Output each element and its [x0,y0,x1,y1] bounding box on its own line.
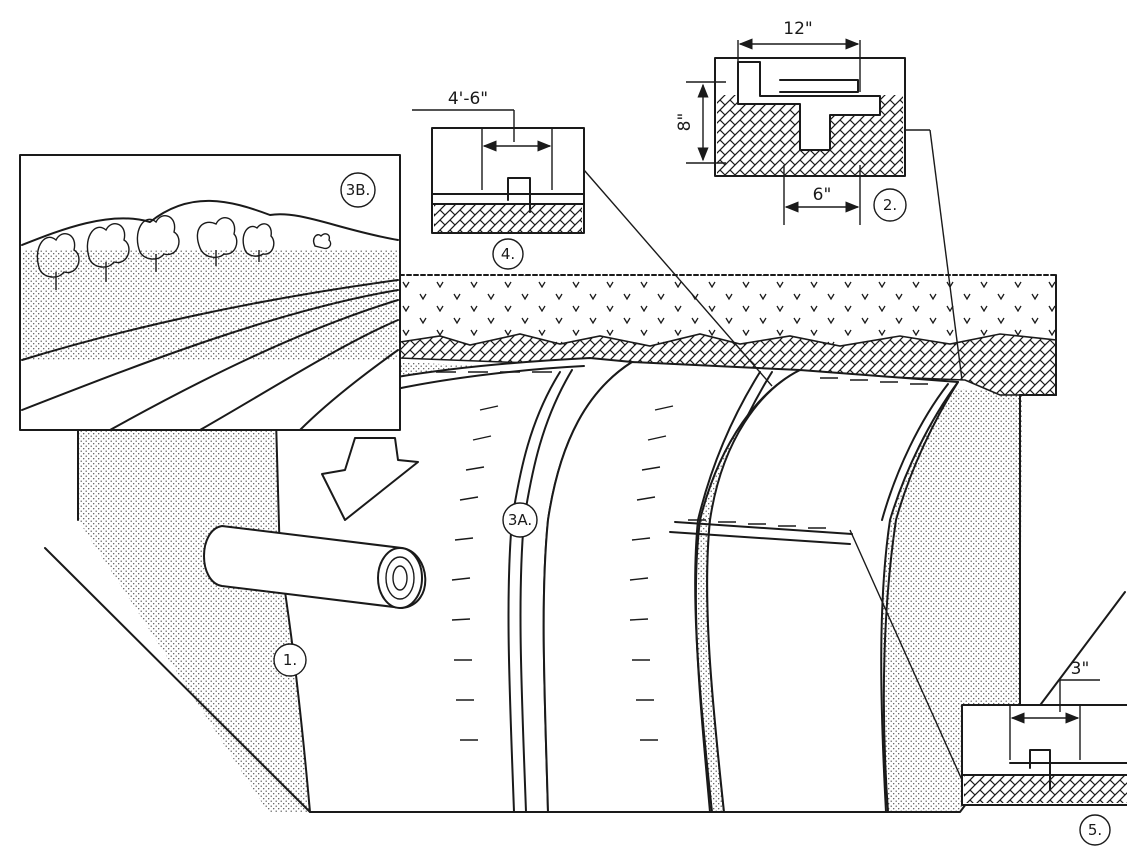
svg-text:2.: 2. [883,196,897,214]
anchor-trench-detail [686,38,963,381]
blanket-roll [203,525,427,609]
trench-width-dimension: 12" [783,19,812,39]
seam-detail [849,529,1127,806]
callout-overlap: 4. [492,238,524,270]
blanket-strip-middle [542,361,801,813]
svg-text:4.: 4. [501,245,515,263]
trench-depth-dimension: 8" [675,113,695,132]
slope-topsoil-band [399,333,1057,396]
overlap-detail [412,109,773,387]
callout-roll: 1. [273,643,307,677]
svg-text:1.: 1. [283,651,297,669]
callout-blanket: 3A. [502,502,538,538]
svg-text:5.: 5. [1088,821,1102,839]
svg-text:3A.: 3A. [508,511,532,529]
callout-vegetation: 3B. [340,172,376,208]
seam-overlap-dimension: 3" [1071,659,1090,679]
callout-seam: 5. [1079,814,1111,846]
seam-staples [436,371,928,741]
overlap-spacing-dimension: 4'-6" [448,89,488,109]
callout-trench: 2. [873,188,907,222]
slope-scene [44,274,1126,813]
svg-text:3B.: 3B. [346,181,371,199]
vegetation-inset [19,154,401,431]
trench-bottom-dimension: 6" [813,185,832,205]
roll-direction-arrow [321,437,419,521]
slope-top-vegetation [400,275,1056,345]
